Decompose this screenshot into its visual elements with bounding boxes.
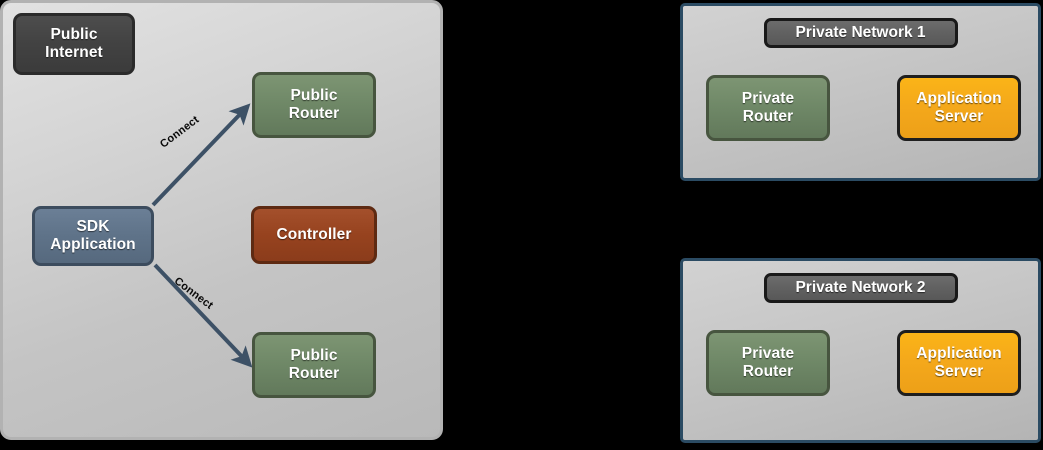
node-public-internet-label-line1: Public — [50, 25, 98, 43]
node-sdk-application[interactable]: SDK Application — [32, 206, 154, 266]
public-internet-zone: Connect Connect Public Internet Public R… — [0, 0, 443, 440]
private-network-1-panel: Private Network 1 Private Router Applica… — [680, 3, 1041, 181]
node-public-router-2-label-line2: Router — [288, 365, 340, 382]
node-application-server-1-label-line2: Server — [934, 108, 984, 125]
node-application-server-2-label-line1: Application — [916, 344, 1002, 362]
edge-label-connect-lower: Connect — [171, 275, 216, 312]
node-application-server-1[interactable]: Application Server — [897, 75, 1021, 141]
node-public-router-2-label-line1: Public — [290, 346, 338, 364]
node-application-server-2[interactable]: Application Server — [897, 330, 1021, 396]
node-private-router-2-label-line2: Router — [742, 363, 794, 380]
node-controller-label: Controller — [276, 225, 352, 243]
edge-sdk-to-public-router-2 — [153, 263, 253, 368]
node-private-router-2-label-line1: Private — [741, 344, 795, 362]
node-public-router-1-label-line1: Public — [290, 86, 338, 104]
node-public-router-1[interactable]: Public Router — [252, 72, 376, 138]
private-network-2-panel: Private Network 2 Private Router Applica… — [680, 258, 1041, 443]
node-private-router-1-label-line2: Router — [742, 108, 794, 125]
node-public-router-1-label-line2: Router — [288, 105, 340, 122]
node-private-router-1[interactable]: Private Router — [706, 75, 830, 141]
node-application-server-2-label-line2: Server — [934, 363, 984, 380]
private-network-2-title: Private Network 2 — [763, 273, 958, 303]
node-sdk-application-label-line2: Application — [50, 236, 136, 253]
node-application-server-1-label-line1: Application — [916, 89, 1002, 107]
node-public-router-2[interactable]: Public Router — [252, 332, 376, 398]
node-public-internet[interactable]: Public Internet — [13, 13, 135, 75]
node-private-router-2[interactable]: Private Router — [706, 330, 830, 396]
node-public-internet-label-line2: Internet — [45, 44, 103, 61]
node-sdk-application-label-line1: SDK — [76, 217, 110, 235]
node-controller[interactable]: Controller — [251, 206, 377, 264]
private-network-1-title: Private Network 1 — [763, 18, 958, 48]
node-private-router-1-label-line1: Private — [741, 89, 795, 107]
edge-label-connect-upper: Connect — [158, 113, 202, 151]
